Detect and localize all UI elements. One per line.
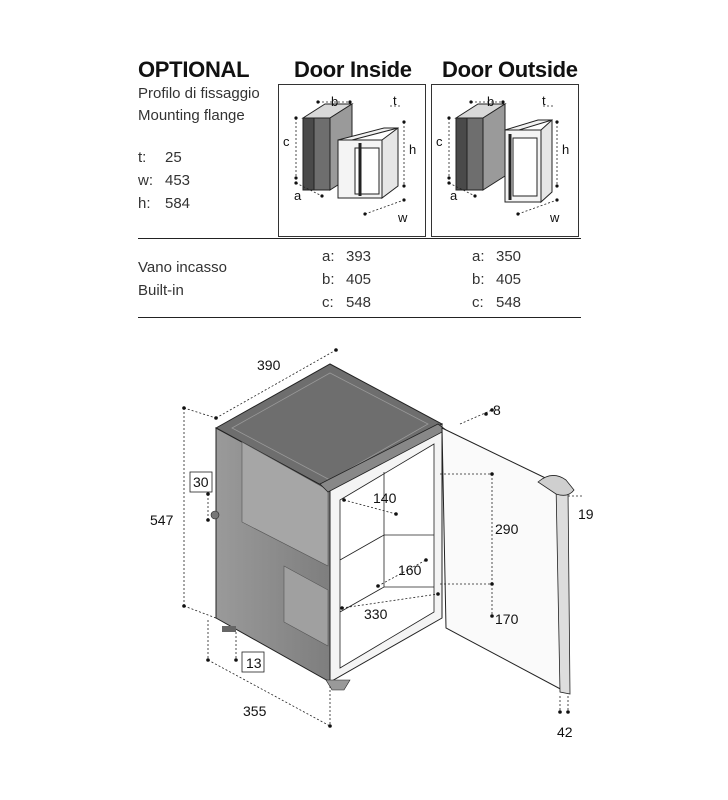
outside-t-label: t: [542, 93, 546, 108]
inside-b-label: b: [331, 94, 339, 109]
door-inside-heading: Door Inside: [294, 57, 412, 82]
outside-h-label: h: [562, 142, 570, 157]
flange-w-key: w:: [138, 172, 153, 189]
dim-390: 390: [257, 357, 281, 373]
table-top-rule: [138, 238, 581, 239]
flange-t-value: 25: [165, 149, 182, 166]
inside-b-key: b:: [322, 271, 335, 288]
door-inside-thumbnail: [278, 84, 426, 237]
builtin-label-it: Vano incasso: [138, 259, 227, 276]
dim-330: 330: [364, 606, 388, 622]
table-bottom-rule: [138, 317, 581, 318]
optional-heading: OPTIONAL: [138, 57, 250, 82]
flange-t-key: t:: [138, 149, 147, 166]
dim-13: 13: [246, 655, 262, 671]
fridge-door: [441, 427, 567, 693]
flange-h-key: h:: [138, 195, 151, 212]
dim-160: 160: [398, 562, 422, 578]
outside-b-value: 405: [496, 271, 522, 288]
door-outside-thumbnail: [431, 84, 579, 237]
outside-b-label: b: [487, 94, 495, 109]
dim-30: 30: [193, 474, 209, 490]
door-outside-heading: Door Outside: [442, 57, 578, 82]
inside-c-label: c: [283, 134, 290, 149]
outside-c-key: c:: [472, 294, 484, 311]
outside-c-value: 548: [496, 294, 522, 311]
dim-355: 355: [243, 703, 267, 719]
outside-a-label: a: [450, 188, 458, 203]
inside-c-key: c:: [322, 294, 334, 311]
outside-a-key: a:: [472, 248, 485, 265]
dim-170: 170: [495, 611, 519, 627]
inside-a-value: 393: [346, 248, 372, 265]
flange-label-it: Profilo di fissaggio: [138, 85, 260, 102]
builtin-label-en: Built-in: [138, 282, 184, 299]
outside-a-value: 350: [496, 248, 522, 265]
inside-h-label: h: [409, 142, 417, 157]
outside-w-label: w: [550, 210, 560, 225]
dim-547: 547: [150, 512, 174, 528]
outside-b-key: b:: [472, 271, 485, 288]
flange-h-value: 584: [165, 195, 191, 212]
dim-42: 42: [557, 724, 573, 740]
dim-140: 140: [373, 490, 397, 506]
dim-19: 19: [578, 506, 594, 522]
dim-290: 290: [495, 521, 519, 537]
door-handle: [537, 475, 575, 496]
flange-w-value: 453: [165, 172, 191, 189]
dim-8: 8: [493, 402, 501, 418]
inside-b-value: 405: [346, 271, 372, 288]
inside-a-label: a: [294, 188, 302, 203]
outside-c-label: c: [436, 134, 443, 149]
inside-t-label: t: [393, 93, 397, 108]
inside-w-label: w: [398, 210, 408, 225]
inside-a-key: a:: [322, 248, 335, 265]
inside-c-value: 548: [346, 294, 372, 311]
flange-label-en: Mounting flange: [138, 107, 245, 124]
